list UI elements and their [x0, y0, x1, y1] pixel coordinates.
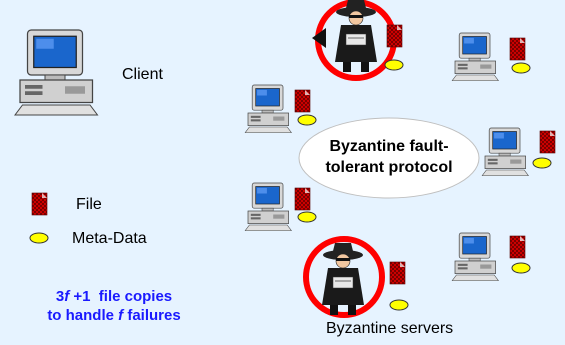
protocol-bubble [298, 117, 480, 199]
server-left-upper [244, 84, 317, 133]
byzantine-server-top [312, 0, 404, 81]
protocol-line-1: Byzantine fault- [329, 138, 449, 155]
protocol-line-2: tolerant protocol [325, 159, 453, 176]
client-label: Client [122, 66, 163, 83]
server-bottom-right [451, 232, 531, 281]
legend-metadata-label: Meta-Data [72, 230, 147, 247]
protocol-text: Byzantine fault- tolerant protocol [299, 136, 479, 178]
caption-line-1: 3f +1 file copies [55, 288, 173, 305]
caption-line-2: to handle f failures [47, 307, 181, 324]
caption: 3f +1 file copies to handle f failures [4, 287, 224, 325]
client-computer-icon [14, 29, 99, 116]
byzantine-server-bottom [303, 236, 409, 318]
legend-file-icon [31, 192, 48, 216]
servers-label: Byzantine servers [326, 320, 454, 337]
legend-file-label: File [76, 196, 102, 213]
server-right-middle [481, 127, 556, 176]
server-left-lower [244, 182, 317, 231]
legend-metadata-icon [29, 232, 49, 244]
server-top-right [451, 32, 531, 81]
